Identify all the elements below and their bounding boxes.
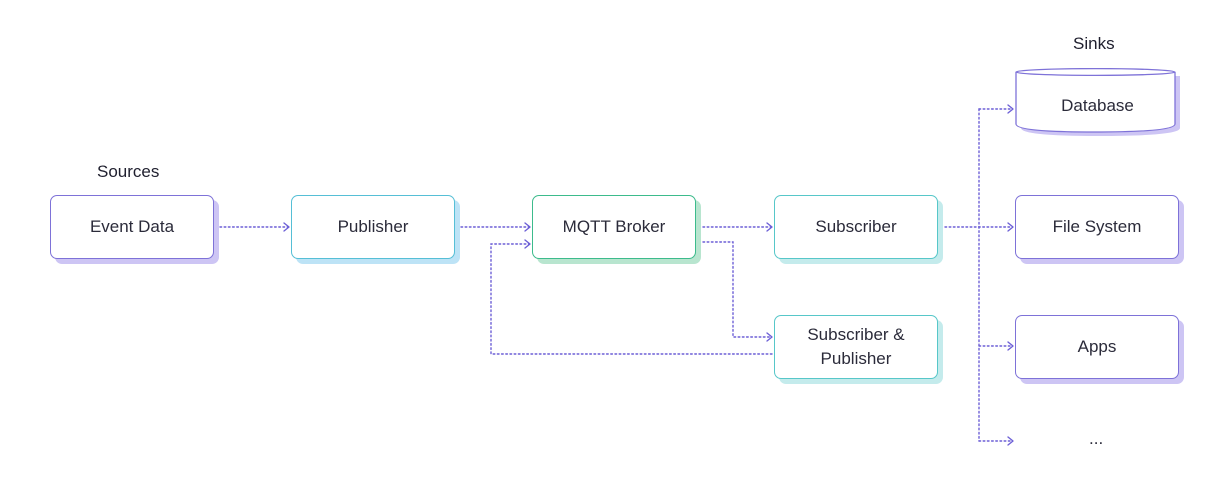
arrowhead-more	[1007, 436, 1014, 446]
file-system-label: File System	[1052, 217, 1142, 237]
publisher-label: Publisher	[337, 217, 409, 237]
subscriber-publisher-node: Subscriber & Publisher	[774, 315, 938, 379]
arrowhead-subscriber-publisher	[766, 332, 773, 342]
more-sinks-ellipsis: ...	[1089, 429, 1104, 448]
subscriber-publisher-label: Subscriber & Publisher	[807, 325, 905, 368]
subscriber-node: Subscriber	[774, 195, 938, 259]
database-label: Database	[1061, 96, 1134, 115]
database-node: Database	[1010, 68, 1185, 142]
apps-node: Apps	[1015, 315, 1179, 379]
event-data-label: Event Data	[89, 217, 175, 237]
arrowhead-broker-return	[524, 239, 531, 249]
database-cylinder-icon	[1015, 68, 1180, 136]
file-system-node: File System	[1015, 195, 1179, 259]
sources-heading: Sources	[97, 162, 160, 181]
arrowhead-broker	[524, 222, 531, 232]
subscriber-label: Subscriber	[815, 217, 897, 237]
arrowhead-publisher	[283, 222, 290, 232]
arrowhead-database	[1007, 104, 1014, 114]
mqtt-broker-node: MQTT Broker	[532, 195, 696, 259]
event-data-node: Event Data	[50, 195, 214, 259]
sinks-heading: Sinks	[1073, 34, 1115, 53]
publisher-node: Publisher	[291, 195, 455, 259]
connector-broker-to-subscriber-publisher	[702, 241, 772, 338]
mqtt-broker-label: MQTT Broker	[562, 217, 666, 237]
apps-label: Apps	[1077, 337, 1117, 357]
connector-subscriber-publisher-to-broker	[490, 243, 773, 355]
arrowhead-subscriber	[766, 222, 773, 232]
arrowhead-file-system	[1007, 222, 1014, 232]
arrowhead-apps	[1007, 341, 1014, 351]
